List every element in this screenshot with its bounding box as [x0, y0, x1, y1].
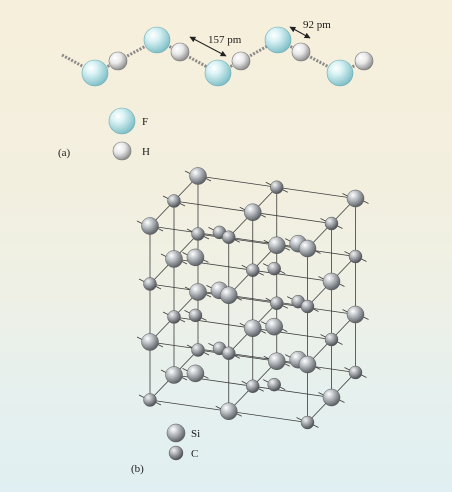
silicon-atom — [322, 272, 341, 291]
silicon-atom — [165, 366, 183, 384]
panel-b-label: (b) — [131, 463, 144, 475]
carbon-atom — [246, 263, 260, 277]
lattice-atoms — [141, 167, 365, 430]
carbon-atom — [143, 393, 157, 407]
carbon-atom — [167, 194, 181, 208]
hf-chain — [61, 26, 374, 87]
silicon-atom — [220, 286, 238, 304]
fluorine-atom — [264, 26, 292, 54]
fluorine-atom — [81, 59, 109, 87]
carbon-atom — [267, 377, 281, 392]
legend-label-carbon: C — [191, 448, 198, 460]
carbon-atom — [348, 249, 363, 264]
hydrogen-atom — [170, 42, 190, 62]
silicon-atom — [141, 217, 159, 235]
silicon-atom — [268, 352, 286, 370]
silicon-atom — [244, 203, 262, 221]
silicon-atom — [298, 239, 317, 258]
fluorine-atom — [326, 59, 354, 87]
silicon-atom — [186, 248, 205, 267]
hydrogen-bond-distance-label: 157 pm — [208, 34, 242, 46]
hydrogen-atom — [291, 42, 311, 62]
carbon-atom — [167, 310, 181, 324]
covalent-bond-distance-arrow — [289, 26, 311, 39]
hydrogen-atom-icon — [112, 141, 132, 161]
carbon-atom — [300, 415, 315, 430]
legend-label-fluorine: F — [142, 116, 148, 128]
carbon-atom — [324, 332, 339, 347]
carbon-atom — [143, 277, 157, 291]
legend-label-silicon: Si — [191, 428, 200, 440]
covalent-bond-distance-label: 92 pm — [303, 19, 331, 31]
legend-label-hydrogen: H — [142, 146, 150, 158]
carbon-atom — [270, 180, 284, 194]
legend-a: F H — [108, 107, 150, 161]
silicon-atom — [220, 402, 238, 420]
silicon-atom — [265, 317, 283, 336]
carbon-atom — [324, 216, 339, 231]
carbon-atom — [222, 230, 236, 244]
hydrogen-atom — [354, 51, 374, 71]
fluorine-atom — [143, 26, 171, 54]
carbon-atom — [267, 261, 281, 276]
fluorine-atom — [204, 59, 232, 87]
legend-b: Si C — [166, 423, 200, 461]
hydrogen-bond-distance-arrow — [189, 36, 227, 57]
silicon-atom — [244, 319, 262, 337]
carbon-atom — [191, 343, 205, 357]
carbon-atom — [270, 296, 284, 310]
carbon-atom — [246, 379, 260, 393]
carbon-atom — [191, 227, 205, 241]
silicon-atom — [346, 305, 365, 324]
panel-a-label: (a) — [58, 147, 71, 159]
silicon-atom — [298, 355, 317, 374]
sic-lattice — [136, 167, 369, 430]
silicon-atom — [322, 388, 341, 407]
hydrogen-atom — [108, 51, 128, 71]
carbon-atom — [348, 365, 363, 380]
hydrogen-atom — [231, 51, 251, 71]
silicon-atom — [165, 250, 183, 268]
silicon-atom — [141, 333, 159, 351]
silicon-atom — [346, 189, 365, 208]
carbon-atom-icon — [168, 445, 184, 461]
silicon-atom — [186, 364, 205, 383]
silicon-atom-icon — [166, 423, 186, 443]
carbon-atom — [188, 308, 203, 323]
carbon-atom — [300, 299, 315, 314]
silicon-atom — [189, 167, 207, 185]
carbon-atom — [222, 346, 236, 360]
silicon-atom — [189, 283, 207, 301]
silicon-atom — [268, 236, 286, 254]
fluorine-atom-icon — [108, 107, 136, 135]
